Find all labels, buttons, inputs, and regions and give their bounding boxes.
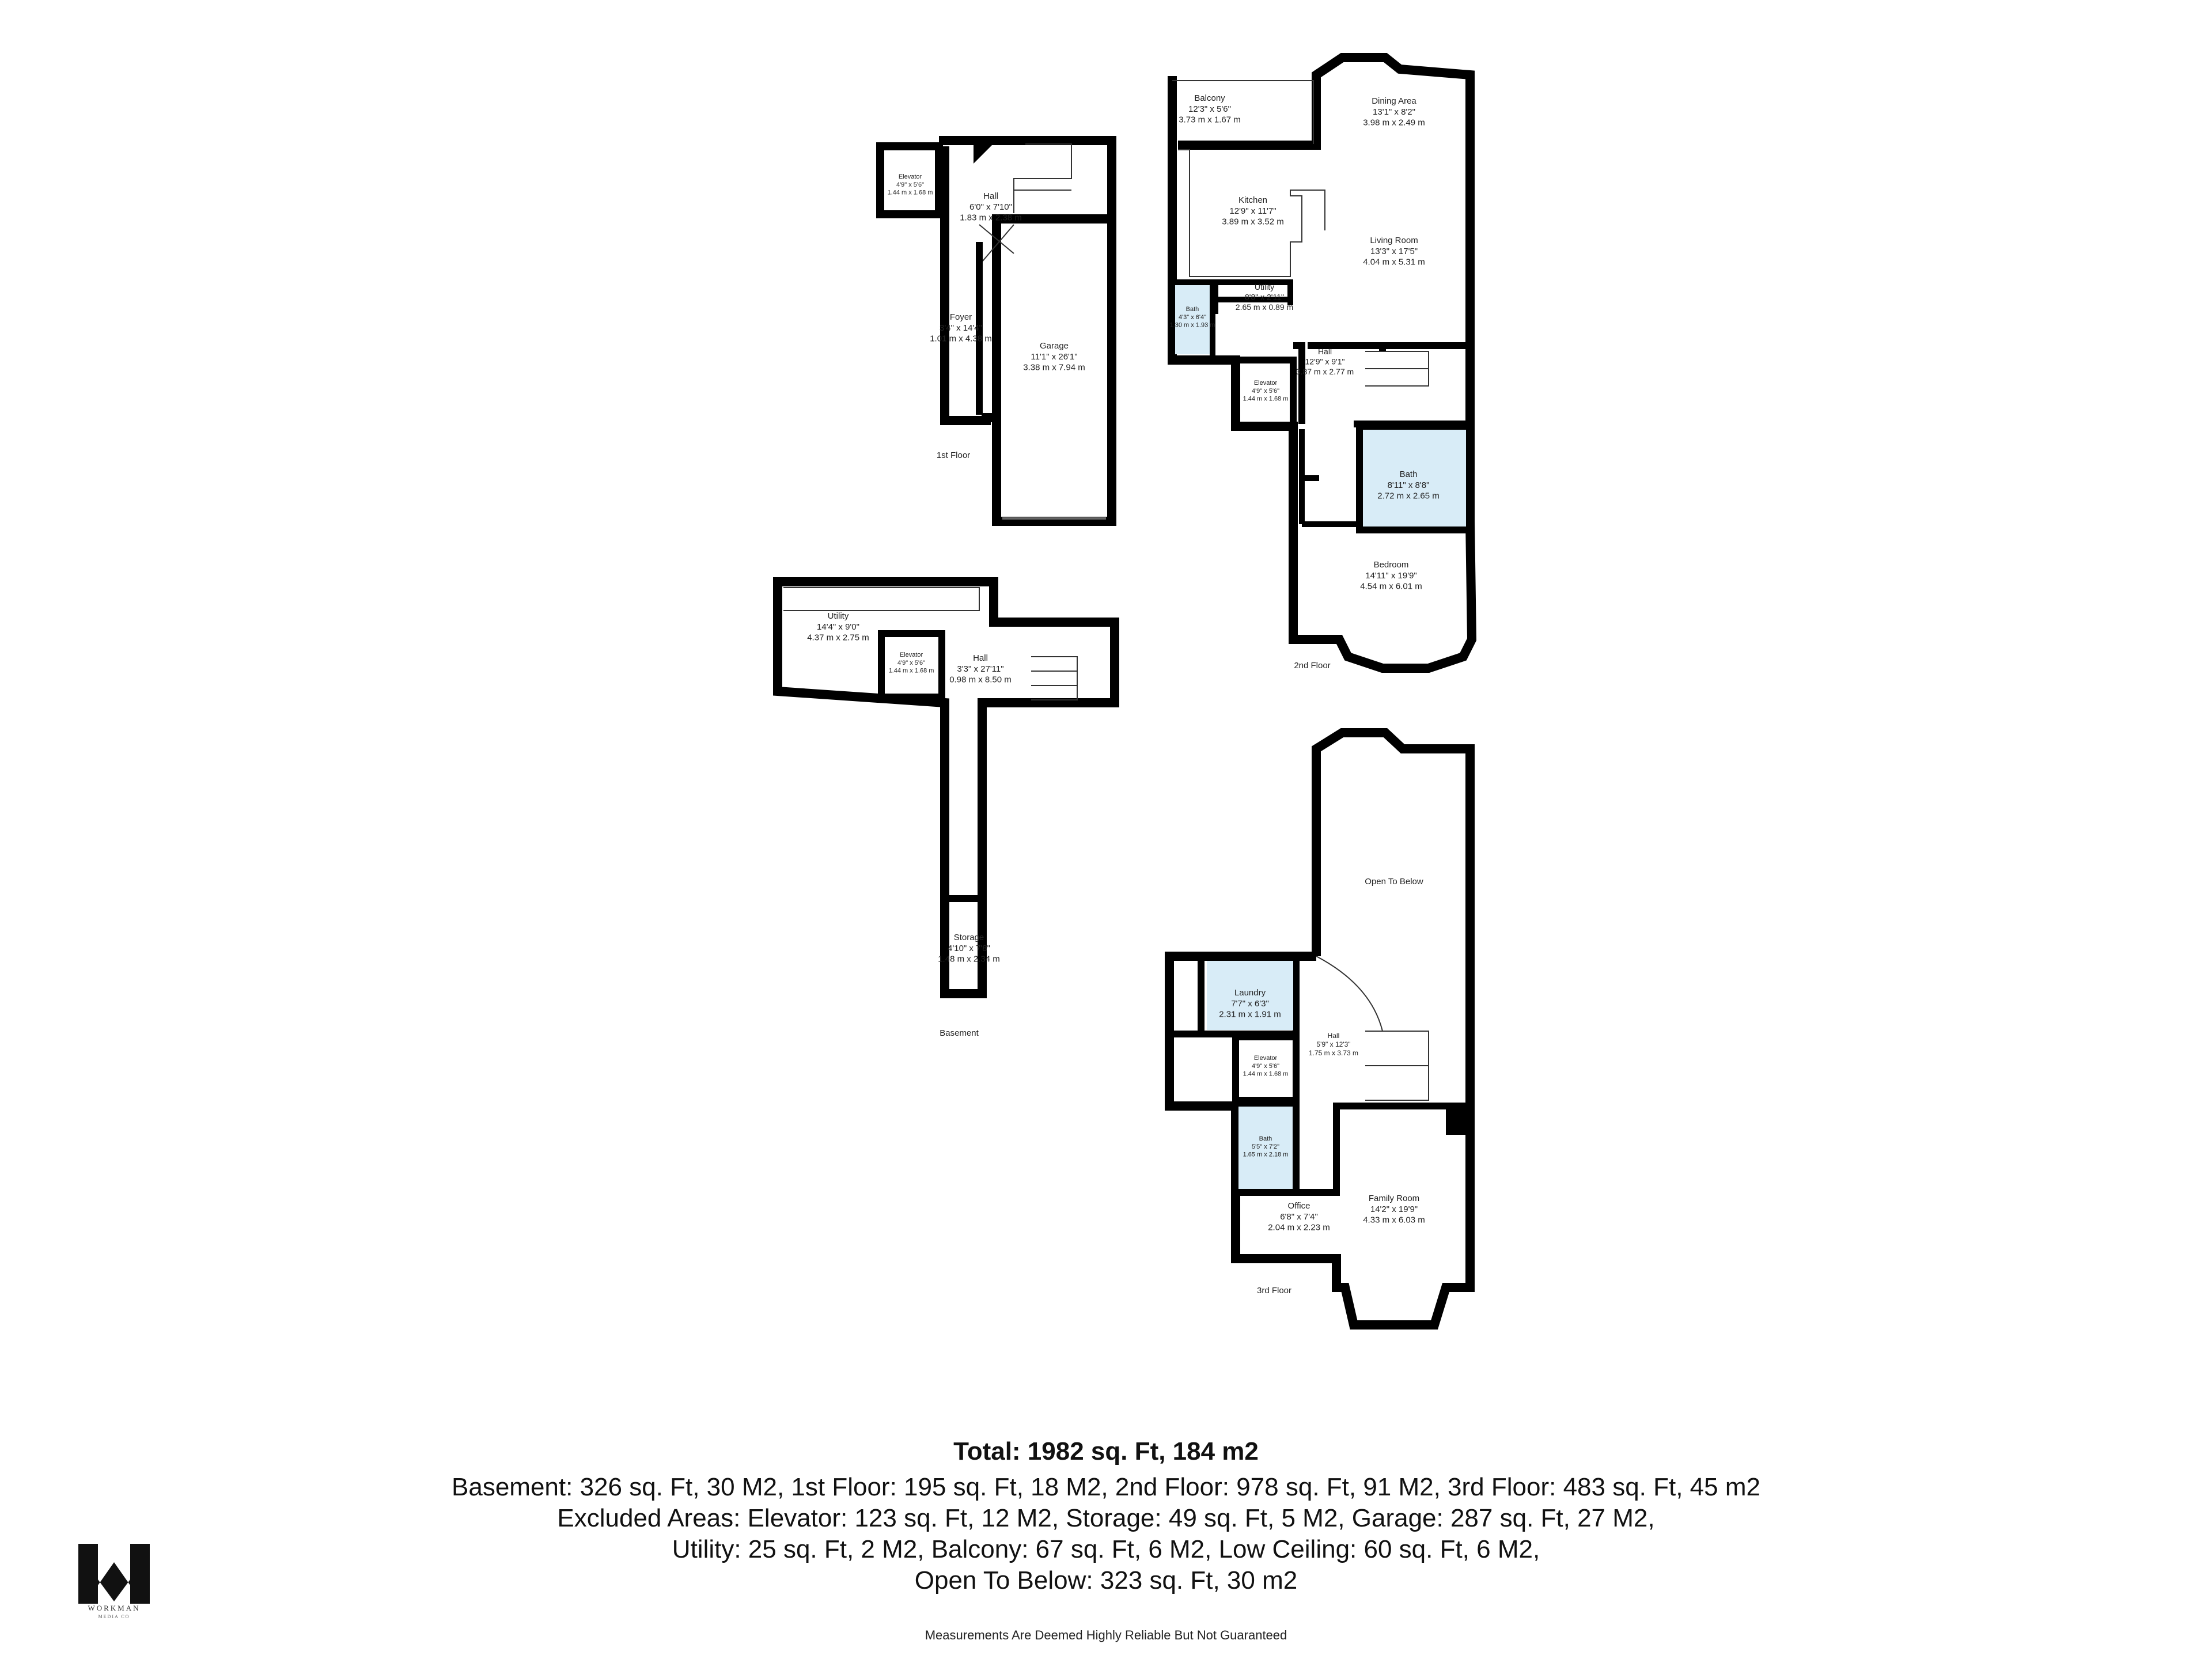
wall-base-outline	[773, 577, 1119, 998]
bath-small-fill	[1175, 285, 1210, 354]
area-line-excluded-1: Excluded Areas: Elevator: 123 sq. Ft, 12…	[557, 1504, 1655, 1532]
logo-wordmark: WORKMAN	[88, 1604, 141, 1612]
wall-1st-outline	[939, 136, 1116, 526]
floor-label-second: 2nd Floor	[1294, 661, 1330, 671]
floor-label-basement: Basement	[940, 1028, 979, 1038]
wall-3rd-arc	[1316, 956, 1383, 1032]
total-area: Total: 1982 sq. Ft, 184 m2	[953, 1437, 1259, 1465]
wall-3rd-block	[1446, 1103, 1469, 1135]
wall-3rd-outline	[1165, 728, 1475, 1330]
floor-3rd	[1165, 728, 1475, 1330]
bath-fill	[1362, 429, 1466, 527]
floor-label-first: 1st Floor	[937, 450, 970, 460]
wall-2nd-bath	[1356, 423, 1474, 533]
wall-3rd-bath	[1236, 1100, 1470, 1196]
area-breakdown: Basement: 326 sq. Ft, 30 M2, 1st Floor: …	[0, 1472, 2212, 1596]
laundry-fill	[1207, 961, 1293, 1030]
wall-1st-corner-block	[974, 141, 997, 164]
wall-2nd-closets	[1299, 429, 1359, 527]
workman-logo-icon	[78, 1544, 150, 1604]
wall-2nd-elevator	[1236, 357, 1297, 426]
wall-1st-elevator	[876, 142, 943, 218]
logo-subtitle: MEDIA CO	[98, 1614, 130, 1619]
area-line-floors: Basement: 326 sq. Ft, 30 M2, 1st Floor: …	[452, 1473, 1760, 1501]
wall-2nd-balcony	[1172, 80, 1314, 144]
wall-1st-hall-stair	[979, 143, 1072, 266]
wall-3rd-stair	[1365, 1031, 1429, 1101]
wall-2nd-kitchen-island	[1178, 149, 1325, 277]
wall-base-elevator	[878, 630, 945, 700]
area-line-excluded-2: Utility: 25 sq. Ft, 2 M2, Balcony: 67 sq…	[672, 1535, 1540, 1563]
wall-2nd-stair	[1365, 351, 1429, 387]
floor-1st	[876, 136, 1116, 526]
wall-2nd-outline	[1168, 53, 1477, 673]
area-line-excluded-3: Open To Below: 323 sq. Ft, 30 m2	[914, 1566, 1298, 1594]
floor-label-third: 3rd Floor	[1257, 1286, 1291, 1296]
disclaimer-text: Measurements Are Deemed Highly Reliable …	[925, 1628, 1287, 1642]
wall-base-hall-stair	[1031, 656, 1078, 700]
wall-2nd-bath-small	[1172, 279, 1215, 360]
floor-basement	[773, 577, 1119, 998]
floor-2nd	[1168, 53, 1477, 673]
room-label-third-open-below: Open To Below	[1365, 877, 1423, 887]
wall-base-utility	[783, 587, 980, 611]
bath-3rd-fill	[1238, 1103, 1293, 1190]
